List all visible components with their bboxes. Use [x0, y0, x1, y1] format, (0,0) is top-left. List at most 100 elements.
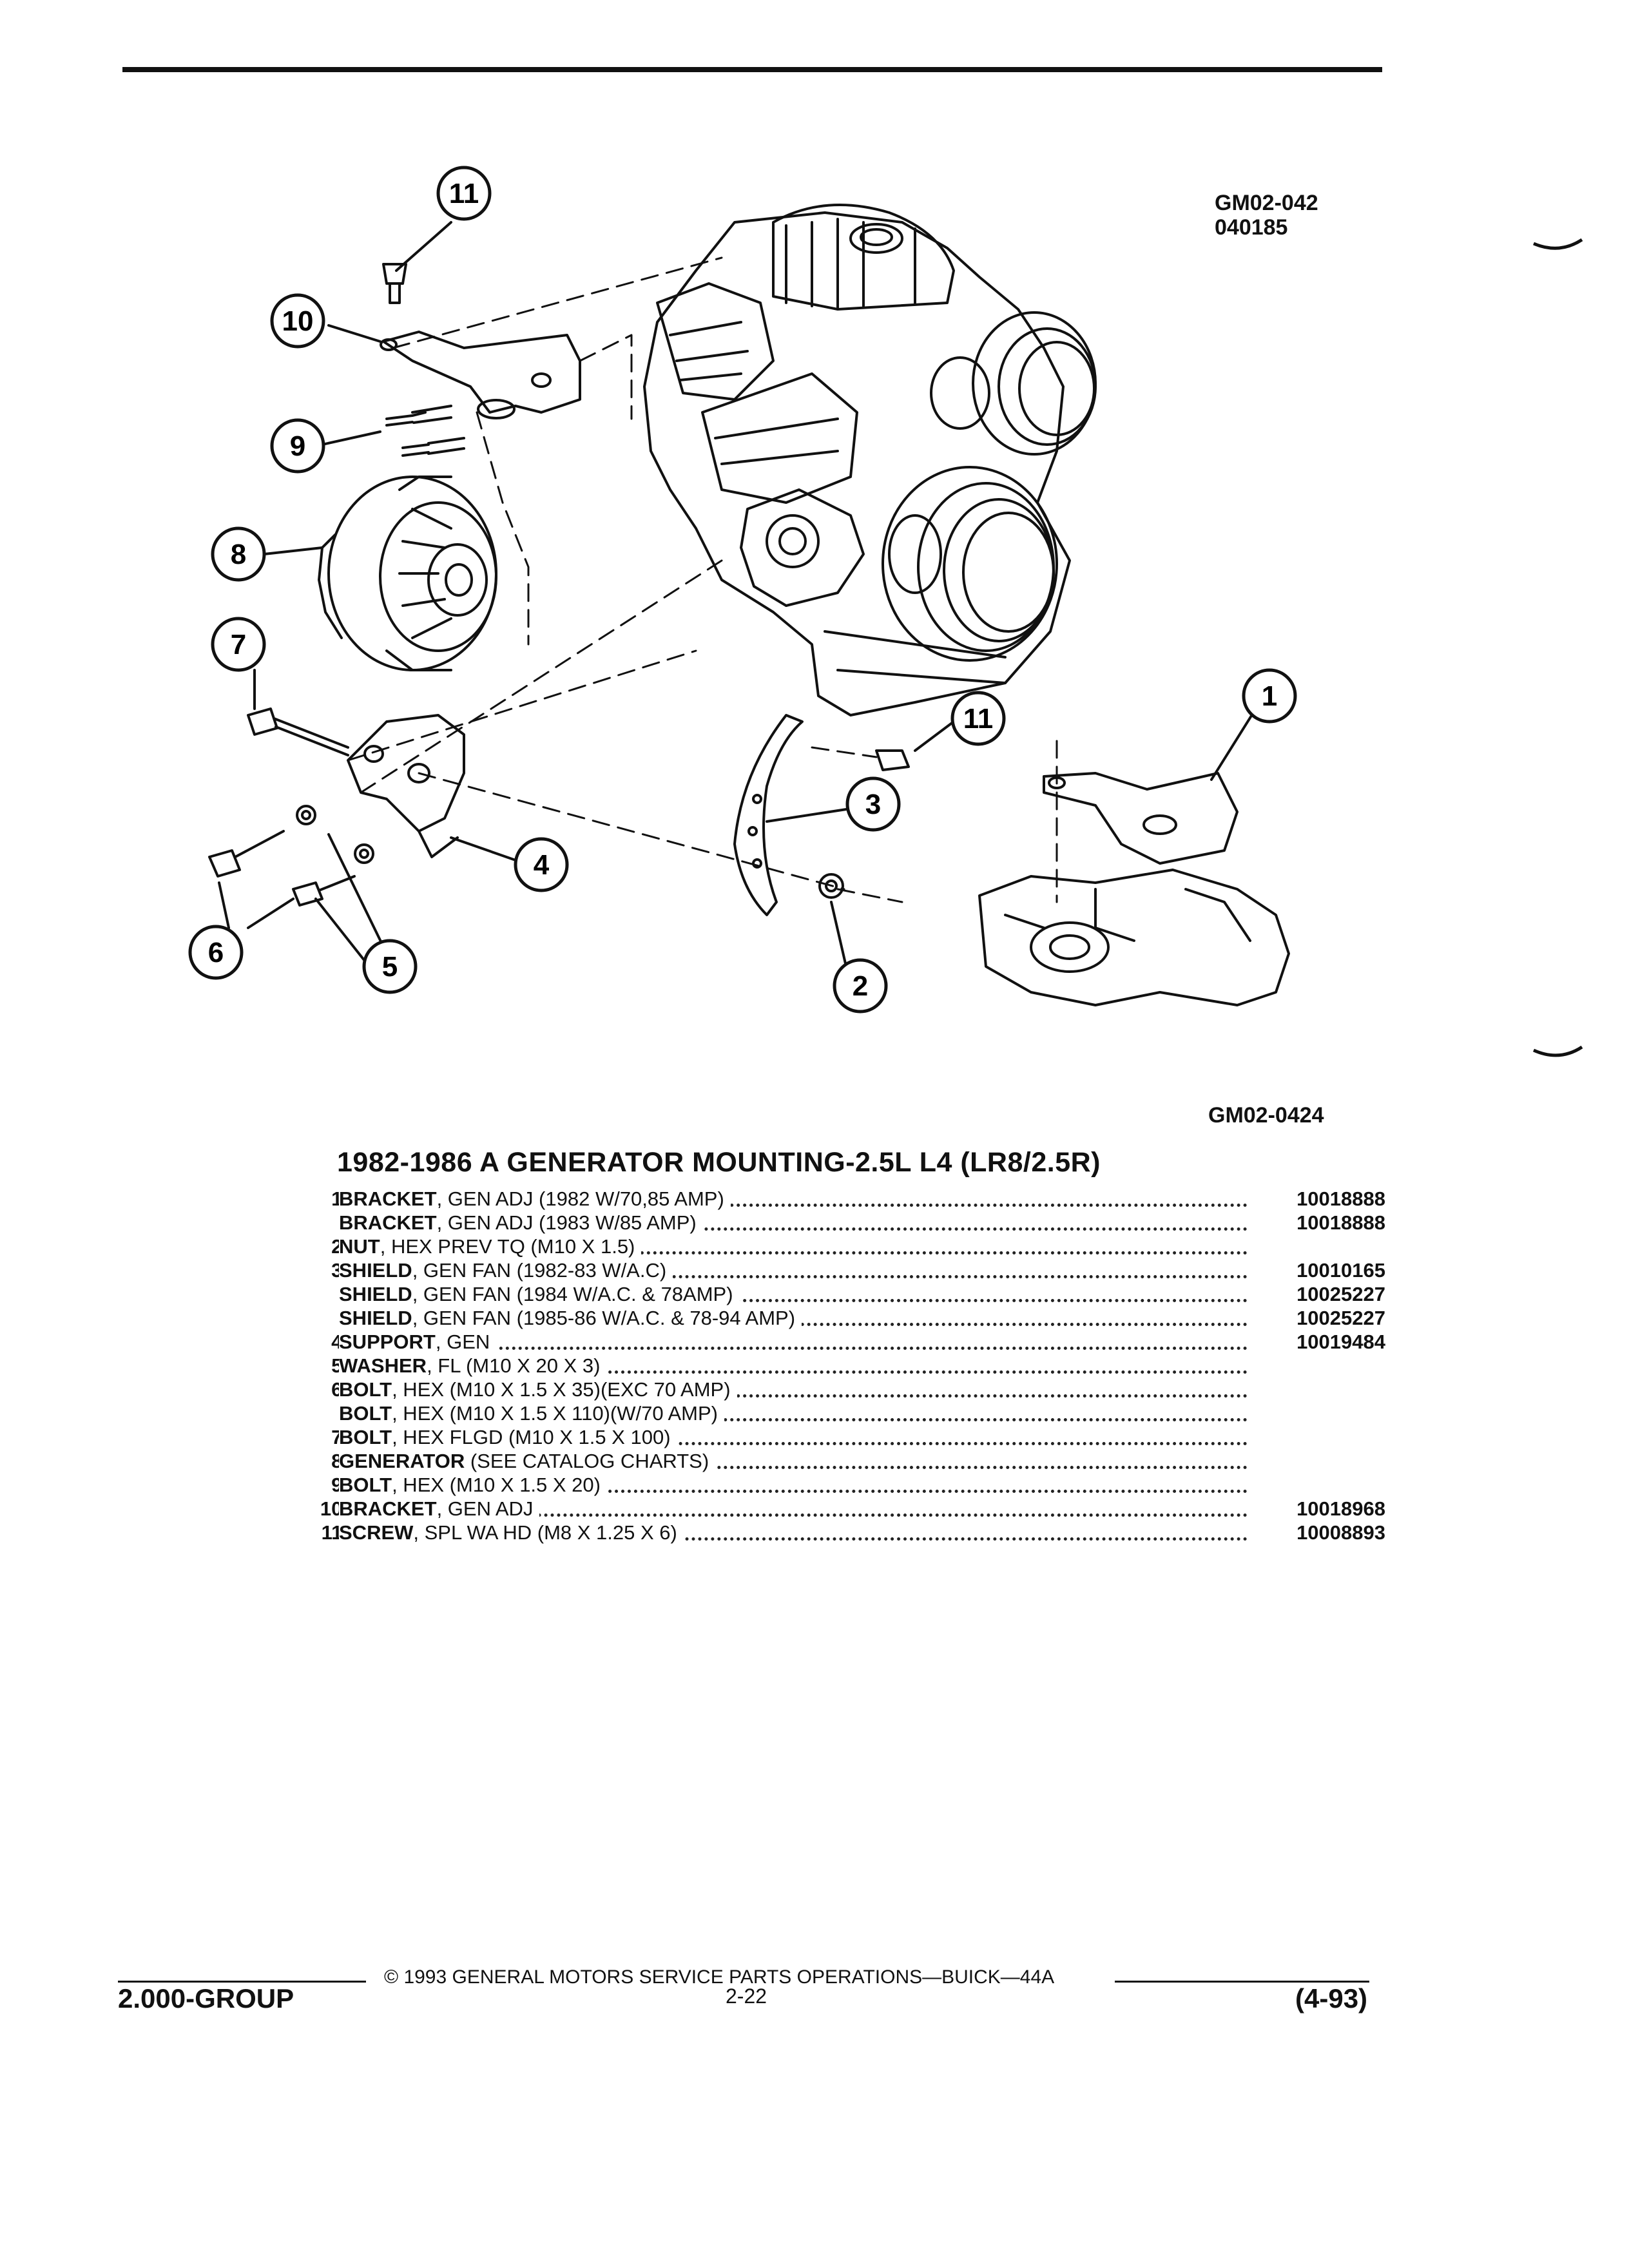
callout-5: 5 [362, 939, 418, 994]
part-detail: , SPL WA HD (M8 X 1.25 X 6) [413, 1521, 677, 1544]
leader-dots [339, 1466, 1248, 1469]
margin-marks [1532, 238, 1583, 1057]
part-name: SHIELD [339, 1283, 412, 1305]
leader-dots [339, 1299, 1248, 1302]
part-item-number: 6. [277, 1378, 348, 1401]
leader-dots [339, 1418, 1248, 1421]
part-description: SCREW, SPL WA HD (M8 X 1.25 X 6) [339, 1521, 1248, 1544]
part-detail: (SEE CATALOG CHARTS) [465, 1450, 709, 1472]
leader-dots [339, 1514, 1248, 1517]
leader-dots [339, 1537, 1248, 1541]
callout-7-label: 7 [231, 629, 246, 660]
callout-10: 10 [270, 293, 325, 349]
callout-3: 3 [845, 776, 901, 832]
part-item-number: 10. [320, 1497, 348, 1520]
callout-9: 9 [270, 418, 325, 474]
part-row: 8.900BOLT, HEX (M10 X 1.5 X 110)(W/70 AM… [148, 1401, 1385, 1425]
part-name: BRACKET [339, 1497, 437, 1520]
callout-7: 7 [211, 617, 266, 672]
callout-2-label: 2 [853, 970, 868, 1002]
part-number: 10010165 [1296, 1259, 1385, 1282]
part-number: 10025227 [1296, 1283, 1385, 1305]
part-row: 8.2.275GENERATOR (SEE CATALOG CHARTS) [148, 1449, 1385, 1473]
generator [318, 476, 497, 671]
part-row: 2.277SHIELD, GEN FAN (1984 W/A.C. & 78AM… [148, 1282, 1385, 1306]
part-number: 10018968 [1296, 1497, 1385, 1520]
part-description: BRACKET, GEN ADJ (1982 W/70,85 AMP) [339, 1187, 1248, 1211]
water-pump [740, 488, 865, 607]
callout-11-top-label: 11 [449, 178, 479, 209]
part-description: BOLT, HEX (M10 X 1.5 X 110)(W/70 AMP) [339, 1401, 1248, 1425]
illustration-ref-code: GM02-042 [1215, 191, 1318, 215]
part-description: BOLT, HEX (M10 X 1.5 X 20) [339, 1473, 1248, 1497]
leader-dots [339, 1275, 1248, 1278]
part-row: DISCONBRACKET, GEN ADJ (1983 W/85 AMP)10… [148, 1211, 1385, 1235]
parts-list: 1.DISCONBRACKET, GEN ADJ (1982 W/70,85 A… [148, 1187, 1385, 1544]
leader-dots [339, 1251, 1248, 1254]
callout-8-label: 8 [231, 539, 246, 570]
leader-lines [218, 221, 1261, 987]
section-title: 1982-1986 A GENERATOR MOUNTING-2.5L L4 (… [337, 1147, 1101, 1178]
callout-6: 6 [188, 925, 244, 980]
crank-pulley [882, 466, 1058, 662]
part-detail: , HEX (M10 X 1.5 X 110)(W/70 AMP) [392, 1402, 718, 1425]
part-number: 10019484 [1296, 1331, 1385, 1353]
part-item-number: 5. [277, 1354, 348, 1378]
part-detail: , FL (M10 X 20 X 3) [427, 1354, 601, 1377]
callout-1: 1 [1242, 668, 1297, 724]
engine-block [643, 204, 1071, 716]
footer-date: (4-93) [1295, 1983, 1368, 2013]
illustration-ref-top: GM02-042 040185 [1215, 191, 1318, 240]
part-detail: , GEN ADJ (1982 W/70,85 AMP) [436, 1187, 724, 1210]
part-name: BRACKET [339, 1187, 437, 1210]
part-description: BRACKET, GEN ADJ [339, 1497, 1248, 1521]
part-name: SHIELD [339, 1307, 412, 1329]
illustration-ref-date: 040185 [1215, 215, 1288, 240]
part-name: BOLT [339, 1474, 392, 1496]
part-detail: , HEX PREV TQ (M10 X 1.5) [380, 1235, 635, 1258]
part-detail: , HEX (M10 X 1.5 X 20) [392, 1474, 601, 1496]
part-detail: , HEX FLGD (M10 X 1.5 X 100) [392, 1426, 671, 1448]
part-row: 2.277SHIELD, GEN FAN (1985-86 W/A.C. & 7… [148, 1306, 1385, 1330]
leader-dots [339, 1204, 1248, 1207]
part-detail: , GEN [435, 1331, 490, 1353]
part-item-number: 8. [277, 1449, 348, 1473]
callout-4-label: 4 [534, 849, 550, 881]
part-name: BOLT [339, 1378, 392, 1401]
callout-11-mid: 11 [950, 691, 1006, 746]
generator-adjust-bracket-lower [1043, 772, 1239, 865]
part-description: SUPPORT, GEN [339, 1330, 1248, 1354]
part-row: 9.8.900BOLT, HEX (M10 X 1.5 X 20) [148, 1473, 1385, 1497]
part-number: 10025227 [1296, 1307, 1385, 1329]
fasteners [208, 263, 910, 907]
part-name: BOLT [339, 1402, 392, 1425]
footer-group: 2.000-GROUP [118, 1983, 294, 2013]
part-item-number: 9. [277, 1473, 348, 1497]
part-row: 1.DISCONBRACKET, GEN ADJ (1982 W/70,85 A… [148, 1187, 1385, 1211]
part-item-number: 1. [277, 1187, 348, 1211]
leader-dots [339, 1227, 1248, 1231]
part-description: BOLT, HEX FLGD (M10 X 1.5 X 100) [339, 1425, 1248, 1449]
part-description: WASHER, FL (M10 X 20 X 3) [339, 1354, 1248, 1378]
generator-support [347, 714, 465, 858]
callout-6-label: 6 [208, 937, 224, 968]
illustration-ref-bottom: GM02-0424 [1208, 1103, 1324, 1128]
assembly-lines [347, 256, 1058, 903]
callout-5-label: 5 [382, 951, 398, 983]
part-name: GENERATOR [339, 1450, 465, 1472]
part-row: 3.DISCONSHIELD, GEN FAN (1982-83 W/A.C)1… [148, 1258, 1385, 1282]
footer-rule-left [118, 1981, 366, 1983]
callout-10-label: 10 [282, 305, 314, 337]
part-description: BRACKET, GEN ADJ (1983 W/85 AMP) [339, 1211, 1248, 1235]
leader-dots [339, 1347, 1248, 1350]
part-name: SUPPORT [339, 1331, 436, 1353]
part-name: BRACKET [339, 1211, 437, 1234]
part-item-number: 11. [321, 1521, 348, 1544]
part-item-number: 4. [277, 1330, 348, 1354]
part-number: 10018888 [1296, 1187, 1385, 1210]
generator-adjust-bracket-upper [380, 331, 581, 419]
part-detail: , GEN FAN (1982-83 W/A.C) [412, 1259, 667, 1282]
top-rule [122, 67, 1382, 72]
part-description: BOLT, HEX (M10 X 1.5 X 35)(EXC 70 AMP) [339, 1378, 1248, 1401]
